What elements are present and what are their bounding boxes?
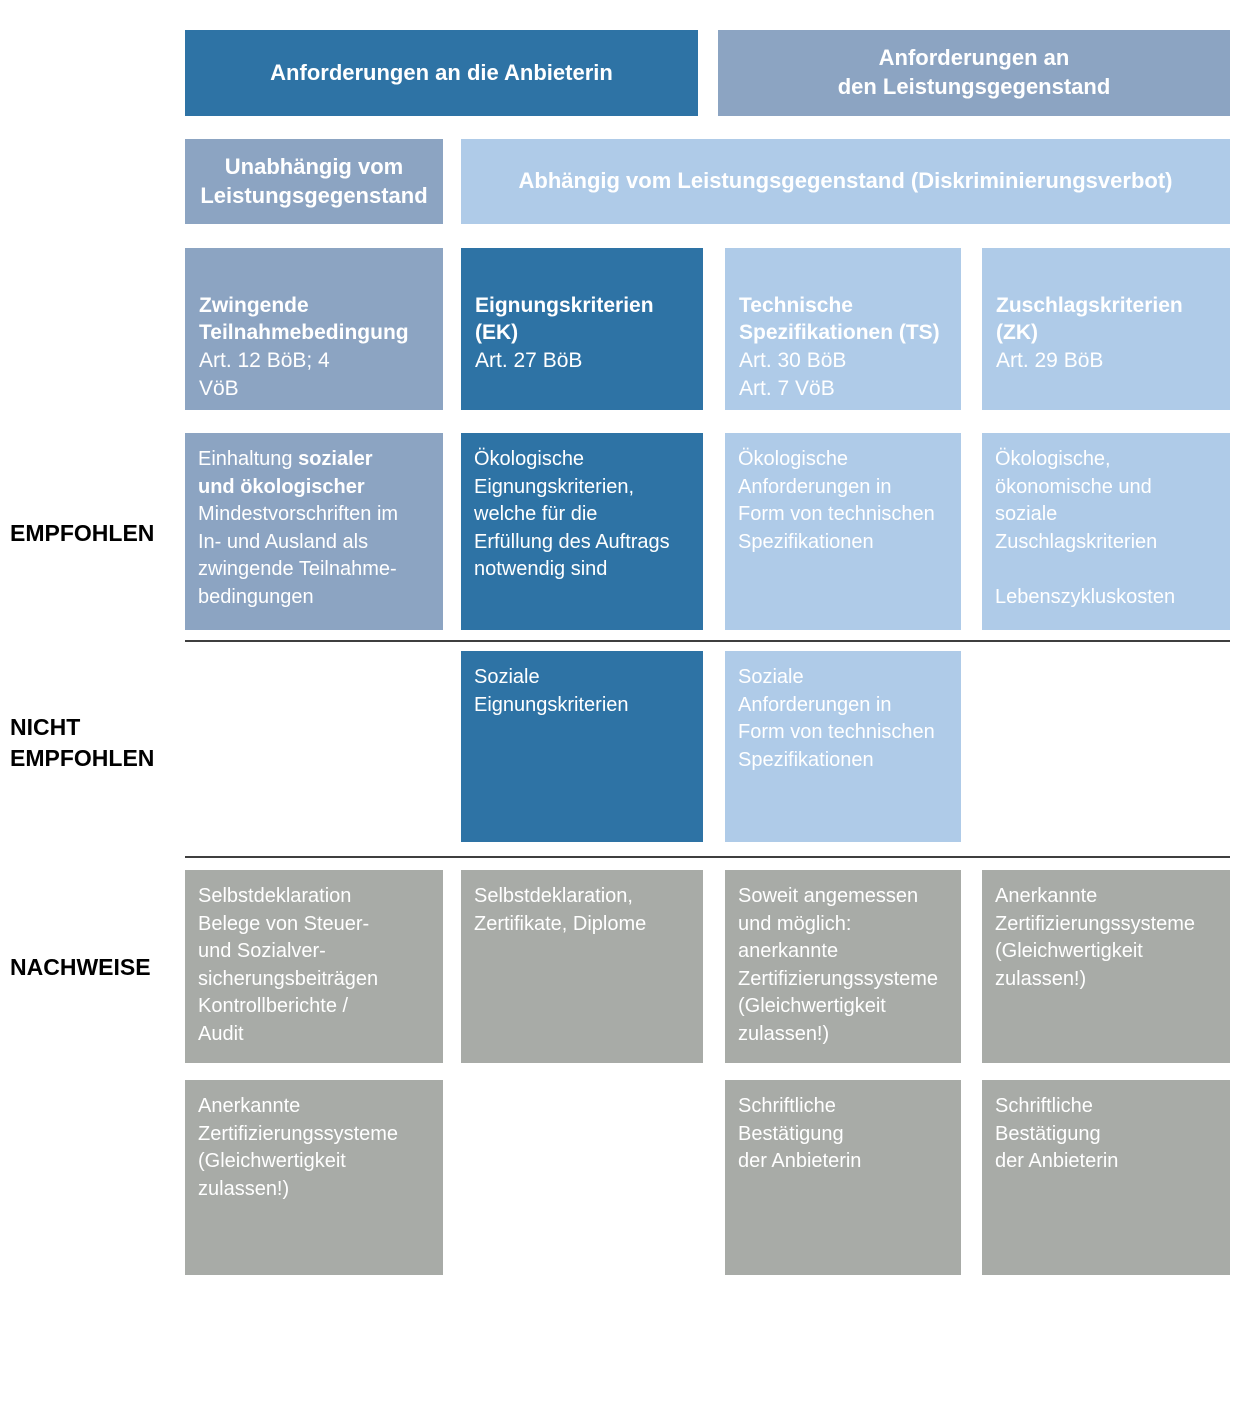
column-head-zwingende-teilnahmebedingung: Zwingende Teilnahmebedingung Art. 12 BöB… — [185, 248, 443, 410]
header-unabhaengig-vom-leistungsgegenstand: Unabhängig vom Leistungsgegenstand — [185, 139, 443, 224]
cell-text-bold: sozialer und ökologischer — [198, 448, 373, 498]
cell-empfohlen-eignungskriterien: Ökologische Eignungskriterien, welche fü… — [461, 433, 703, 630]
column-head-eignungskriterien: Eignungskriterien (EK) Art. 27 BöB — [461, 248, 703, 410]
cell-empfohlen-technische-spezifikationen: Ökologische Anforderungen in Form von te… — [725, 433, 961, 630]
cell-nicht-empfohlen-eignungskriterien: Soziale Eignungskriterien — [461, 651, 703, 842]
header-abhaengig-vom-leistungsgegenstand: Abhängig vom Leistungsgegenstand (Diskri… — [461, 139, 1230, 224]
cell-text-prefix: Einhaltung — [198, 448, 299, 470]
column-title: Eignungskriterien (EK) — [475, 293, 654, 345]
divider-line — [185, 640, 1230, 642]
column-head-technische-spezifikationen: Technische Spezifikationen (TS) Art. 30 … — [725, 248, 961, 410]
column-articles: Art. 27 BöB — [475, 349, 583, 373]
row-label-empfohlen: EMPFOHLEN — [10, 520, 155, 546]
header-anforderungen-anbieterin: Anforderungen an die Anbieterin — [185, 30, 698, 116]
cell-nachweise-teilnahmebedingung: Selbstdeklaration Belege von Steuer- und… — [185, 870, 443, 1063]
column-title: Zuschlagskriterien (ZK) — [996, 293, 1183, 345]
cell-nachweise2-teilnahmebedingung: Anerkannte Zertifizierungssysteme (Gleic… — [185, 1080, 443, 1275]
column-articles: Art. 29 BöB — [996, 349, 1104, 373]
row-label-nachweise: NACHWEISE — [10, 954, 151, 980]
column-title: Technische Spezifikationen (TS) — [739, 293, 940, 345]
cell-nachweise-zuschlagskriterien: Anerkannte Zertifizierungssysteme (Gleic… — [982, 870, 1230, 1063]
cell-text-suffix: Mindestvorschriften im In- und Ausland a… — [198, 503, 399, 608]
column-title: Zwingende Teilnahmebedingung — [199, 293, 409, 345]
column-head-zuschlagskriterien: Zuschlagskriterien (ZK) Art. 29 BöB — [982, 248, 1230, 410]
cell-nachweise-technische-spezifikationen: Soweit angemessen und möglich: anerkannt… — [725, 870, 961, 1063]
row-label-nicht-empfohlen: NICHT EMPFOHLEN — [10, 714, 155, 772]
header-anforderungen-leistungsgegenstand: Anforderungen an den Leistungsgegenstand — [718, 30, 1230, 116]
cell-empfohlen-teilnahmebedingung: Einhaltung sozialer und ökologischer Min… — [185, 433, 443, 630]
column-articles: Art. 30 BöB Art. 7 VöB — [739, 349, 847, 400]
cell-nicht-empfohlen-technische-spezifikationen: Soziale Anforderungen in Form von techni… — [725, 651, 961, 842]
cell-nachweise2-zuschlagskriterien: Schriftliche Bestätigung der Anbieterin — [982, 1080, 1230, 1275]
cell-nachweise-eignungskriterien: Selbstdeklaration, Zertifikate, Diplome — [461, 870, 703, 1063]
divider-line — [185, 856, 1230, 858]
cell-empfohlen-zuschlagskriterien: Ökologische, ökonomische und soziale Zus… — [982, 433, 1230, 630]
column-articles: Art. 12 BöB; 4 VöB — [199, 349, 330, 400]
cell-nachweise2-technische-spezifikationen: Schriftliche Bestätigung der Anbieterin — [725, 1080, 961, 1275]
